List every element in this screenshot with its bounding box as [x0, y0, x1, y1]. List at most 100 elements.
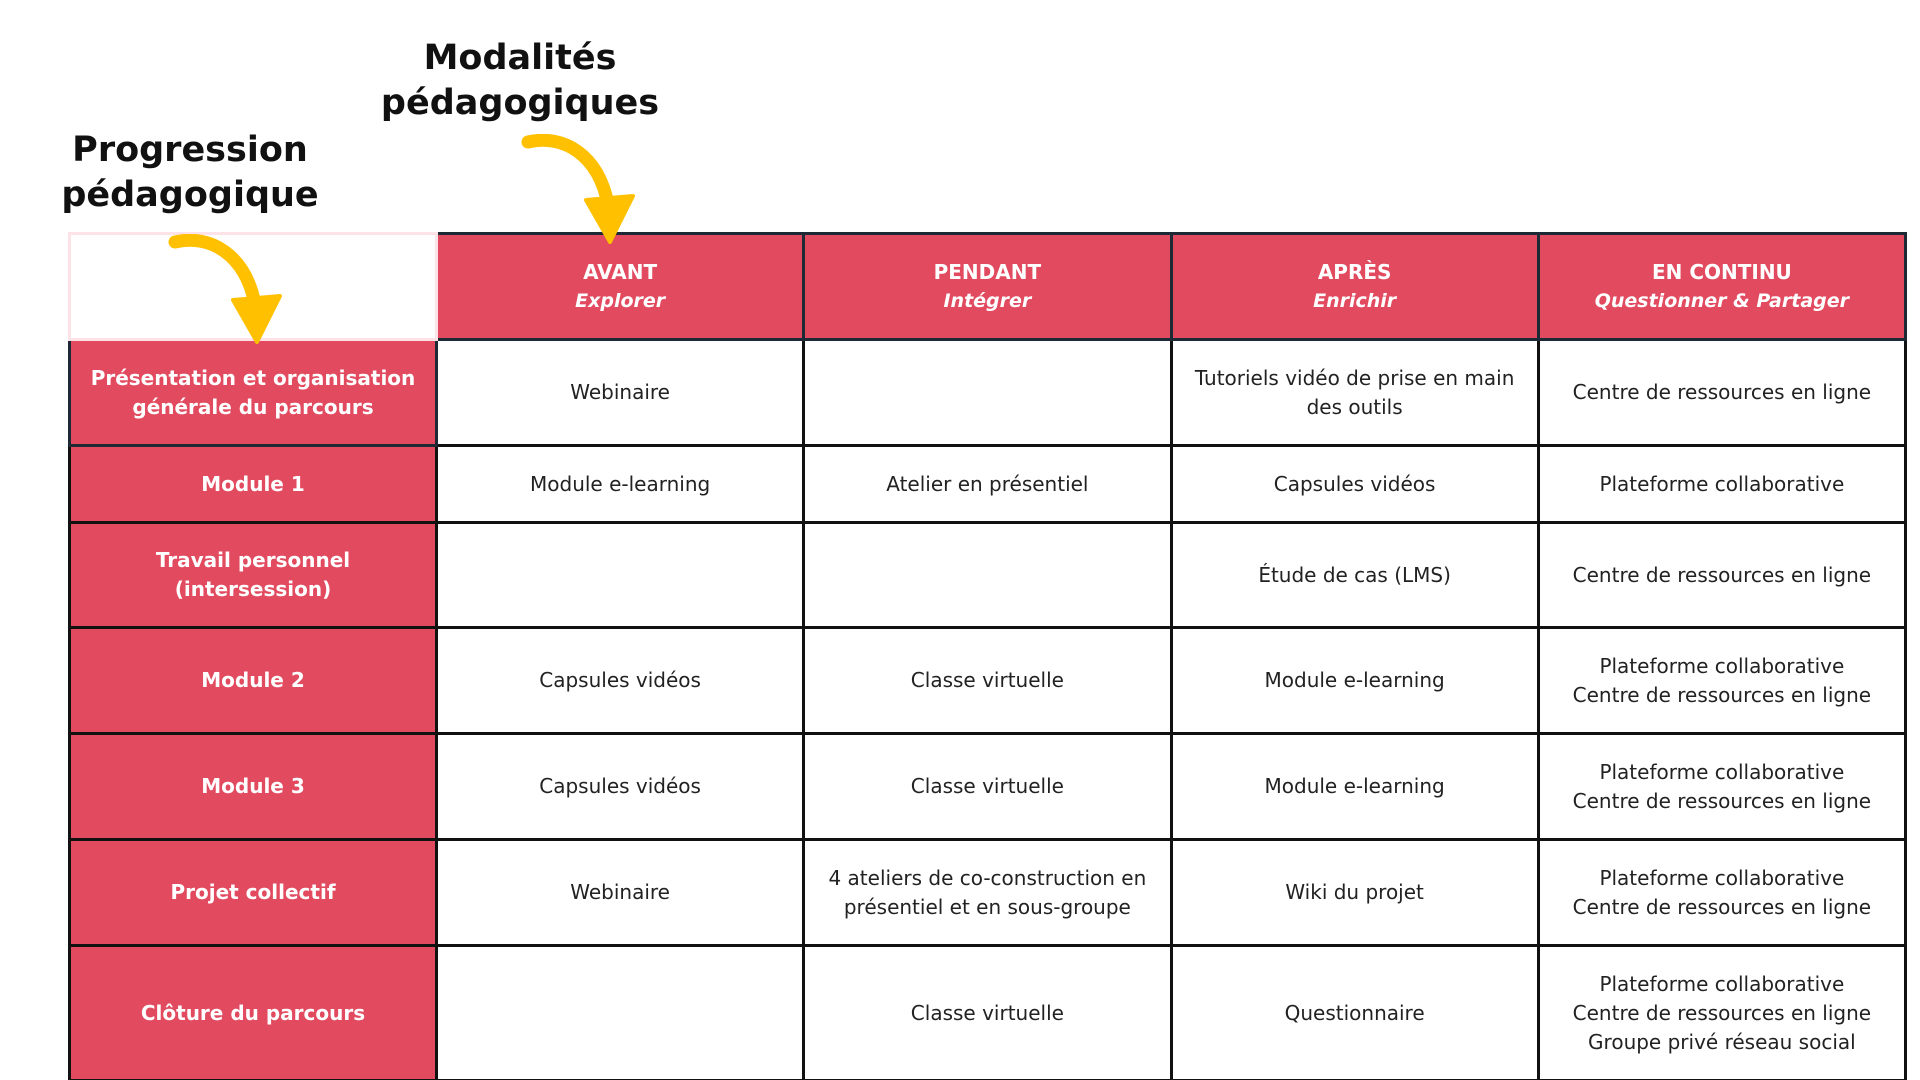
column-title: EN CONTINU [1651, 259, 1792, 284]
cell-line: Capsules vidéos [539, 774, 701, 798]
table-cell: Plateforme collaborative Centre de resso… [1536, 944, 1908, 1080]
table-cell: Webinaire [434, 338, 806, 447]
table-cell: Plateforme collaborative Centre de resso… [1536, 626, 1908, 735]
table-cell: 4 ateliers de co-construction en présent… [802, 838, 1173, 947]
column-title: PENDANT [933, 259, 1042, 284]
column-subtitle: Questionner & Partager [1594, 289, 1850, 312]
cell-line: Centre de ressources en ligne [1572, 562, 1872, 587]
row-header: Travail personnel (intersession) [68, 521, 438, 629]
column-title: AVANT [583, 259, 658, 284]
cell-line: Plateforme collaborative [1599, 759, 1845, 784]
header-row: AVANT Explorer PENDANT Intégrer APRÈS En… [68, 232, 1908, 341]
row-header-line: Module 3 [201, 774, 305, 798]
cell-line: Webinaire [570, 880, 670, 904]
cell-line: Plateforme collaborative [1599, 971, 1845, 996]
curved-arrow-down-icon [168, 234, 282, 344]
cell-line: Wiki du projet [1285, 880, 1424, 904]
cell-line: Groupe privé réseau social [1588, 1029, 1856, 1054]
row-header-line: Module 2 [201, 668, 305, 692]
table-cell [434, 521, 806, 629]
table-cell: Capsules vidéos [434, 626, 806, 735]
cell-line: Questionnaire [1284, 1000, 1425, 1025]
table-cell: Centre de ressources en ligne [1536, 338, 1908, 447]
row-header-line: (intersession) [174, 577, 332, 601]
row-header-line: Projet collectif [170, 880, 336, 904]
cell-line: Module e-learning [530, 471, 711, 496]
progression-caption-line-2: pédagogique [61, 175, 319, 215]
cell-line: Classe virtuelle [910, 774, 1064, 798]
table-cell: Classe virtuelle [802, 944, 1173, 1080]
progression-caption: Progression pédagogique [40, 128, 340, 218]
table-cell: Atelier en présentiel [802, 444, 1173, 524]
cell-line: Centre de ressources en ligne [1572, 682, 1872, 707]
column-title: APRÈS [1317, 259, 1392, 284]
cell-line: Plateforme collaborative [1599, 653, 1845, 678]
progression-caption-line-1: Progression [72, 130, 308, 170]
table-row-module-3: Module 3 Capsules vidéos Classe virtuell… [68, 732, 1908, 841]
table-row-travail-personnel: Travail personnel (intersession) Étude d… [68, 521, 1908, 629]
cell-line: Classe virtuelle [910, 668, 1064, 692]
column-subtitle: Intégrer [943, 289, 1032, 312]
row-header-line: Module 1 [201, 471, 305, 496]
cell-line: Tutoriels vidéo de prise en main [1194, 365, 1515, 390]
table-cell: Wiki du projet [1169, 838, 1540, 947]
cell-line: Module e-learning [1264, 774, 1445, 798]
table-cell: Module e-learning [1169, 626, 1540, 735]
cell-line: présentiel et en sous-groupe [843, 894, 1131, 919]
table-cell: Module e-learning [434, 444, 806, 524]
pedagogical-matrix: AVANT Explorer PENDANT Intégrer APRÈS En… [68, 232, 1908, 1080]
table-cell: Webinaire [434, 838, 806, 947]
table-cell: Plateforme collaborative [1536, 444, 1908, 524]
row-header: Module 1 [68, 444, 438, 524]
table-row-projet-collectif: Projet collectif Webinaire 4 ateliers de… [68, 838, 1908, 947]
cell-line: Module e-learning [1264, 668, 1445, 692]
cell-line: Étude de cas (LMS) [1258, 562, 1451, 587]
modalites-caption: Modalités pédagogiques [360, 36, 680, 126]
row-header: Projet collectif [68, 838, 438, 947]
table-cell: Plateforme collaborative Centre de resso… [1536, 838, 1908, 947]
cell-line: Webinaire [570, 380, 670, 404]
table-row-module-2: Module 2 Capsules vidéos Classe virtuell… [68, 626, 1908, 735]
table-cell: Capsules vidéos [1169, 444, 1540, 524]
curved-arrow-down-icon [521, 134, 635, 244]
table-row-module-1: Module 1 Module e-learning Atelier en pr… [68, 444, 1908, 524]
row-header-line: générale du parcours [132, 394, 374, 419]
row-header: Module 2 [68, 626, 438, 735]
column-subtitle: Explorer [575, 289, 666, 312]
table-cell [434, 944, 806, 1080]
table-cell: Centre de ressources en ligne [1536, 521, 1908, 629]
cell-line: Plateforme collaborative [1599, 471, 1845, 496]
cell-line: Plateforme collaborative [1599, 865, 1845, 890]
column-header-pendant: PENDANT Intégrer [802, 232, 1173, 341]
row-header-line: Clôture du parcours [140, 1000, 366, 1025]
cell-line: Capsules vidéos [1273, 471, 1436, 496]
modalites-caption-line-1: Modalités [423, 38, 617, 78]
table-cell: Questionnaire [1169, 944, 1540, 1080]
row-header-line: Présentation et organisation [90, 365, 416, 390]
cell-line: Capsules vidéos [539, 668, 701, 692]
table-cell: Capsules vidéos [434, 732, 806, 841]
table-cell: Classe virtuelle [802, 732, 1173, 841]
row-header-line: Travail personnel [155, 548, 351, 572]
cell-line: Centre de ressources en ligne [1572, 1000, 1872, 1025]
column-header-apres: APRÈS Enrichir [1169, 232, 1540, 341]
table-cell: Module e-learning [1169, 732, 1540, 841]
cell-line: des outils [1306, 394, 1403, 419]
table-cell [802, 338, 1173, 447]
table-cell [802, 521, 1173, 629]
cell-line: Centre de ressources en ligne [1572, 380, 1872, 404]
row-header: Module 3 [68, 732, 438, 841]
column-subtitle: Enrichir [1313, 289, 1397, 312]
column-header-avant: AVANT Explorer [434, 232, 806, 341]
cell-line: 4 ateliers de co-construction en [828, 865, 1147, 890]
row-header: Clôture du parcours [68, 944, 438, 1080]
table-row-presentation: Présentation et organisation générale du… [68, 338, 1908, 447]
cell-line: Classe virtuelle [910, 1000, 1064, 1025]
cell-line: Centre de ressources en ligne [1572, 788, 1872, 813]
table-cell: Plateforme collaborative Centre de resso… [1536, 732, 1908, 841]
cell-line: Atelier en présentiel [886, 471, 1089, 496]
cell-line: Centre de ressources en ligne [1572, 894, 1872, 919]
column-header-en-continu: EN CONTINU Questionner & Partager [1536, 232, 1908, 341]
table-cell: Tutoriels vidéo de prise en main des out… [1169, 338, 1540, 447]
